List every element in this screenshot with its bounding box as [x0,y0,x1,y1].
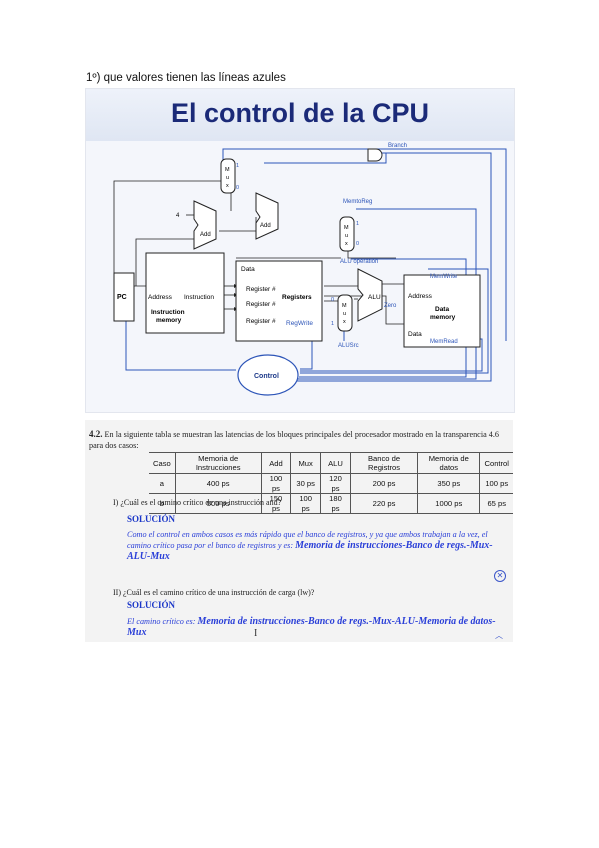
mux2-one: 1 [356,221,359,227]
solution-label-2: SOLUCIÓN [127,600,176,610]
exercise-intro: 4.2. En la siguiente tabla se muestran l… [89,429,509,451]
mux2-u: u [345,233,348,239]
four-label: 4 [176,213,180,219]
branch-label: Branch [388,143,407,149]
table-cell: 30 ps [290,473,321,494]
mux2-zero: 0 [356,241,359,247]
exercise-intro-text: En la siguiente tabla se muestran las la… [89,430,500,450]
answer-i: Como el control en ambos casos es más rá… [127,529,509,562]
table-cell: 400 ps [174,473,262,494]
control-input-line [125,311,236,371]
im-address: Address [148,294,173,301]
dm-address: Address [408,293,433,300]
mux1-x: x [226,183,229,189]
text-cursor-icon: I [254,628,258,639]
col-control: Control [479,452,513,474]
dm-title-2: memory [430,314,456,321]
col-alu: ALU [320,452,351,474]
answer-i-path: Memoria de instrucciones-Banco de regs.-… [127,540,493,562]
slide-title: El control de la CPU [86,89,514,141]
reg-register-1: Register # [246,286,276,293]
memwrite-line [300,268,489,374]
table-cell: 500 ps [174,493,262,514]
mux3-zero: 0 [331,297,334,303]
mux3-m: M [342,303,347,309]
solution-label-1: SOLUCIÓN [127,514,176,524]
pc-label: PC [117,294,127,301]
table-header-row: Caso Memoria de Instrucciones Add Mux AL… [149,452,513,474]
table-cell: 220 ps [349,493,418,514]
col-mux: Mux [290,452,321,474]
table-cell: 120 ps [320,473,351,494]
control-label: Control [254,373,279,380]
mux2-m: M [344,225,349,231]
reg-register-2: Register # [246,301,276,308]
branch-long-line [294,152,492,382]
memwrite-label: MemWrite [430,274,458,280]
pc-feedback-line [222,148,507,341]
mux1-m: M [225,167,230,173]
memread-label: MemRead [430,339,458,345]
add1-label: Add [200,232,211,238]
alusrc-label: ALUSrc [338,343,359,349]
table-cell: 350 ps [417,473,480,494]
exercise-section: 4.2. En la siguiente tabla se muestran l… [85,420,513,642]
col-caso: Caso [153,458,171,468]
table-cell: 200 ps [349,473,418,494]
col-mem-instr: Memoria de Instrucciones [174,452,262,474]
dm-title-1: Data [435,306,449,313]
table-cell: 150 ps [260,493,291,514]
answer-ii-path: Memoria de instrucciones-Banco de regs.-… [127,616,496,638]
mux1-zero: 0 [236,185,239,191]
reg-data: Data [241,266,255,273]
mux1-one: 1 [236,163,239,169]
aluop-label: ALU operation [340,259,378,265]
registers-title: Registers [282,294,312,301]
question-1: 1º) que valores tienen las líneas azules [86,72,286,84]
zero-label: Zero [384,303,397,309]
col-banco-reg: Banco de Registros [349,452,418,474]
col-mem-datos: Memoria de datos [417,452,480,474]
datapath-diagram: PC Address Instruction Instruction memor… [113,143,507,396]
table-cell: 180 ps [320,493,351,514]
chevron-up-icon[interactable]: ︿ [495,631,503,640]
table-cell: a [149,473,176,494]
table-cell: 1000 ps [417,493,480,514]
answer-ii-text: El camino crítico es: [127,617,196,626]
mux2-x: x [345,241,348,247]
col-add: Add [260,452,291,474]
cpu-control-slide: El control de la CPU [85,88,515,413]
close-circle-icon[interactable]: ✕ [494,570,506,582]
im-title-2: memory [156,317,182,324]
reg-register-3: Register # [246,318,276,325]
mux1-u: u [226,175,229,181]
answer-i-text: Como el control en ambos casos es más rá… [127,530,488,550]
table-row: b 500 ps 150 ps 100 ps 180 ps 220 ps 100… [149,493,513,514]
im-instruction: Instruction [184,294,214,301]
alu-label: ALU [368,294,381,301]
dm-data: Data [408,331,422,338]
table-cell: 65 ps [479,493,513,514]
mux3-u: u [343,311,346,317]
question-i: I) ¿Cuál es el camino crítico de una ins… [113,498,282,507]
table-cell: b [149,493,176,514]
table-cell: 100 ps [479,473,513,494]
question-ii: II) ¿Cuál es el camino crítico de una in… [113,588,315,597]
answer-ii: El camino crítico es: Memoria de instruc… [127,616,509,638]
memtoreg-label: MemtoReg [343,199,372,205]
mux3-one: 1 [331,321,334,327]
latency-table: Caso Memoria de Instrucciones Add Mux AL… [149,452,513,514]
mux3-x: x [343,319,346,325]
table-cell: 100 ps [290,493,321,514]
exercise-number: 4.2. [89,429,103,439]
table-row: a 400 ps 100 ps 30 ps 120 ps 200 ps 350 … [149,473,513,494]
table-cell: 100 ps [260,473,291,494]
regwrite-label: RegWrite [286,320,313,327]
im-title-1: Instruction [151,309,185,316]
add2-label: Add [260,223,271,229]
